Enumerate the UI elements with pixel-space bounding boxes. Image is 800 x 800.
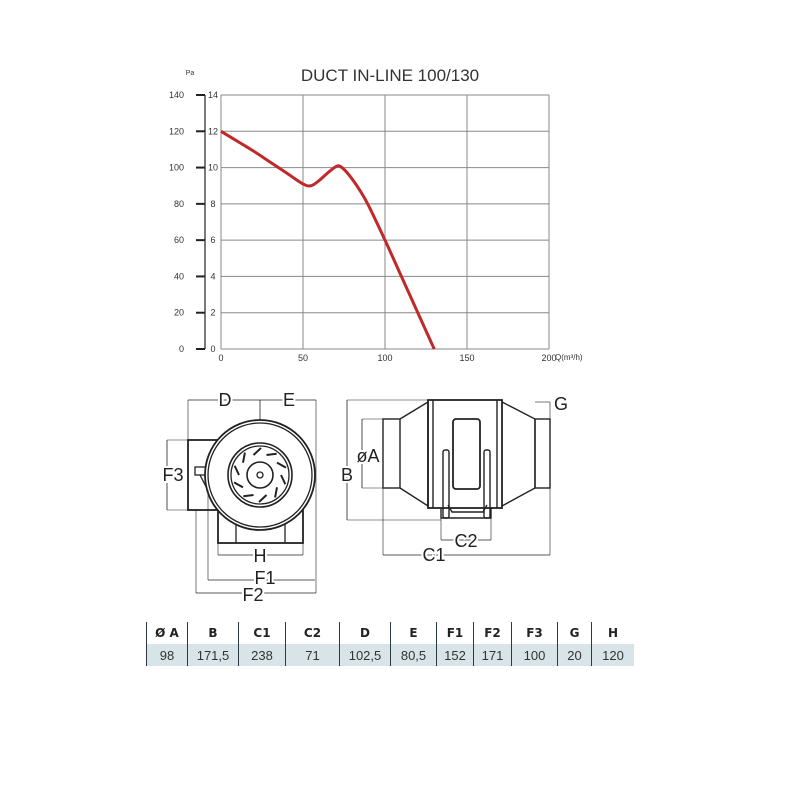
y-tick-label: 12 (208, 126, 218, 136)
dim-label-c1: C1 (422, 545, 445, 565)
dimension-diagram: D E F3 H F1 F2 B øA G C2 C1 (160, 388, 568, 607)
dim-label-c2: C2 (454, 531, 477, 551)
pa-tick-label: 20 (174, 308, 184, 318)
pa-tick-label: 40 (174, 271, 184, 281)
y-tick-label: 10 (208, 163, 218, 173)
dim-label-g: G (554, 394, 568, 414)
dim-label-f2: F2 (242, 585, 263, 605)
y-tick-label: 4 (210, 271, 215, 281)
header-a: Ø A (146, 622, 188, 644)
fan-curve-line (220, 130, 436, 350)
header-g: G (557, 622, 592, 644)
dim-label-b: B (341, 465, 353, 485)
table-row: 98 171,5 238 71 102,5 80,5 152 171 100 2… (146, 644, 634, 666)
header-c1: C1 (238, 622, 286, 644)
y-tick-label: 0 (210, 344, 215, 354)
value-f2: 171 (473, 644, 512, 666)
y-tick-label: 8 (210, 199, 215, 209)
fan-blade (233, 465, 240, 476)
header-f1: F1 (436, 622, 474, 644)
y-axis-unit-pa: Pa (186, 70, 195, 77)
dim-label-e: E (283, 390, 295, 410)
pa-tick-label: 100 (169, 163, 184, 173)
dim-label-f3: F3 (162, 465, 183, 485)
table-header-row: Ø A B C1 C2 D E F1 F2 F3 G H (146, 622, 634, 644)
value-d: 102,5 (339, 644, 391, 666)
header-b: B (187, 622, 239, 644)
header-h: H (591, 622, 634, 644)
header-d: D (339, 622, 391, 644)
value-c1: 238 (238, 644, 286, 666)
y-tick-label: 6 (210, 235, 215, 245)
value-f3: 100 (511, 644, 558, 666)
fan-blade (280, 474, 287, 485)
fan-blade (233, 481, 244, 489)
x-tick-label: 200 (541, 353, 556, 363)
pa-tick-label: 120 (169, 126, 184, 136)
fan-blade (252, 447, 262, 456)
pa-tick-label: 60 (174, 235, 184, 245)
dim-label-a: øA (356, 446, 379, 466)
x-tick-label: 0 (218, 353, 223, 363)
x-tick-label: 100 (377, 353, 392, 363)
y-tick-label: 2 (210, 308, 215, 318)
fan-blade (243, 493, 254, 498)
value-a: 98 (146, 644, 188, 666)
dim-label-f1: F1 (254, 568, 275, 588)
dim-label-h: H (254, 546, 267, 566)
x-axis-label: Q(m³/h) (555, 353, 583, 362)
front-view (166, 399, 317, 594)
header-c2: C2 (285, 622, 340, 644)
header-f3: F3 (511, 622, 558, 644)
pa-tick-label: 80 (174, 199, 184, 209)
value-e: 80,5 (390, 644, 437, 666)
y-tick-label: 14 (208, 90, 218, 100)
value-c2: 71 (285, 644, 340, 666)
x-tick-label: 50 (298, 353, 308, 363)
dimensions-table: Ø A B C1 C2 D E F1 F2 F3 G H 98 171,5 23… (146, 622, 634, 666)
pa-tick-label: 140 (169, 90, 184, 100)
fan-blade (266, 452, 277, 457)
fan-blade (274, 487, 278, 498)
fan-blade (276, 461, 287, 469)
fan-blade (242, 452, 246, 463)
x-tick-label: 150 (459, 353, 474, 363)
value-f1: 152 (436, 644, 474, 666)
dim-label-d: D (219, 390, 232, 410)
chart-title: DUCT IN-LINE 100/130 (301, 66, 479, 85)
pa-tick-label: 0 (179, 344, 184, 354)
header-e: E (390, 622, 437, 644)
side-view (346, 399, 551, 556)
value-b: 171,5 (187, 644, 239, 666)
value-h: 120 (591, 644, 634, 666)
header-f2: F2 (473, 622, 512, 644)
value-g: 20 (557, 644, 592, 666)
fan-blade (258, 494, 268, 503)
